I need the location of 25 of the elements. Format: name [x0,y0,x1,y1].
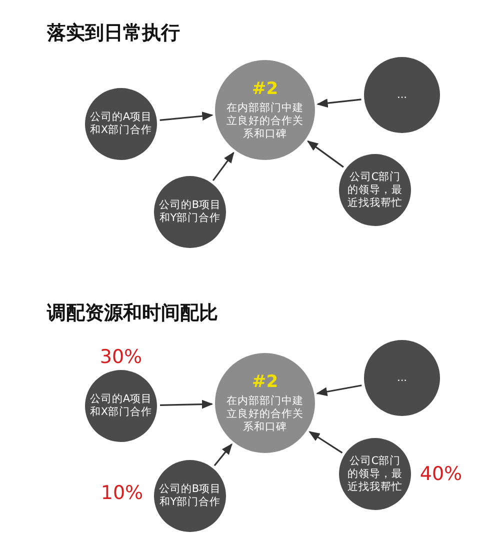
arrow [306,140,344,168]
node-label: ... [396,372,408,384]
arrow [214,443,232,466]
number-label: #2 [252,79,278,99]
arrow [160,400,214,409]
node-label: 公司的B项目和Y部门合作 [158,483,222,509]
arrow [212,152,234,182]
node-label: 公司的A项目和X部门合作 [89,393,153,419]
heading: 调配资源和时间配比 [47,301,218,326]
node-label: 公司的A项目和X部门合作 [89,111,153,137]
node-label: 公司的B项目和Y部门合作 [158,199,222,225]
node-label: 在内部部门中建立良好的合作关系和口碑 [226,395,304,434]
percentage-label: 40% [420,463,462,485]
number-label: #2 [252,372,278,392]
node-label: 公司C部门的领导，最近找我帮忙 [346,170,404,210]
node-label: ... [396,88,408,102]
node-label: 在内部部门中建立良好的合作关系和口碑 [226,102,304,141]
node-label: 公司C部门的领导，最近找我帮忙 [346,454,404,494]
arrow [160,112,214,122]
arrow [316,98,362,108]
heading: 落实到日常执行 [47,21,180,46]
percentage-label: 10% [100,482,144,504]
arrow [316,384,362,396]
arrow [308,431,343,454]
percentage-label: 30% [100,346,142,368]
